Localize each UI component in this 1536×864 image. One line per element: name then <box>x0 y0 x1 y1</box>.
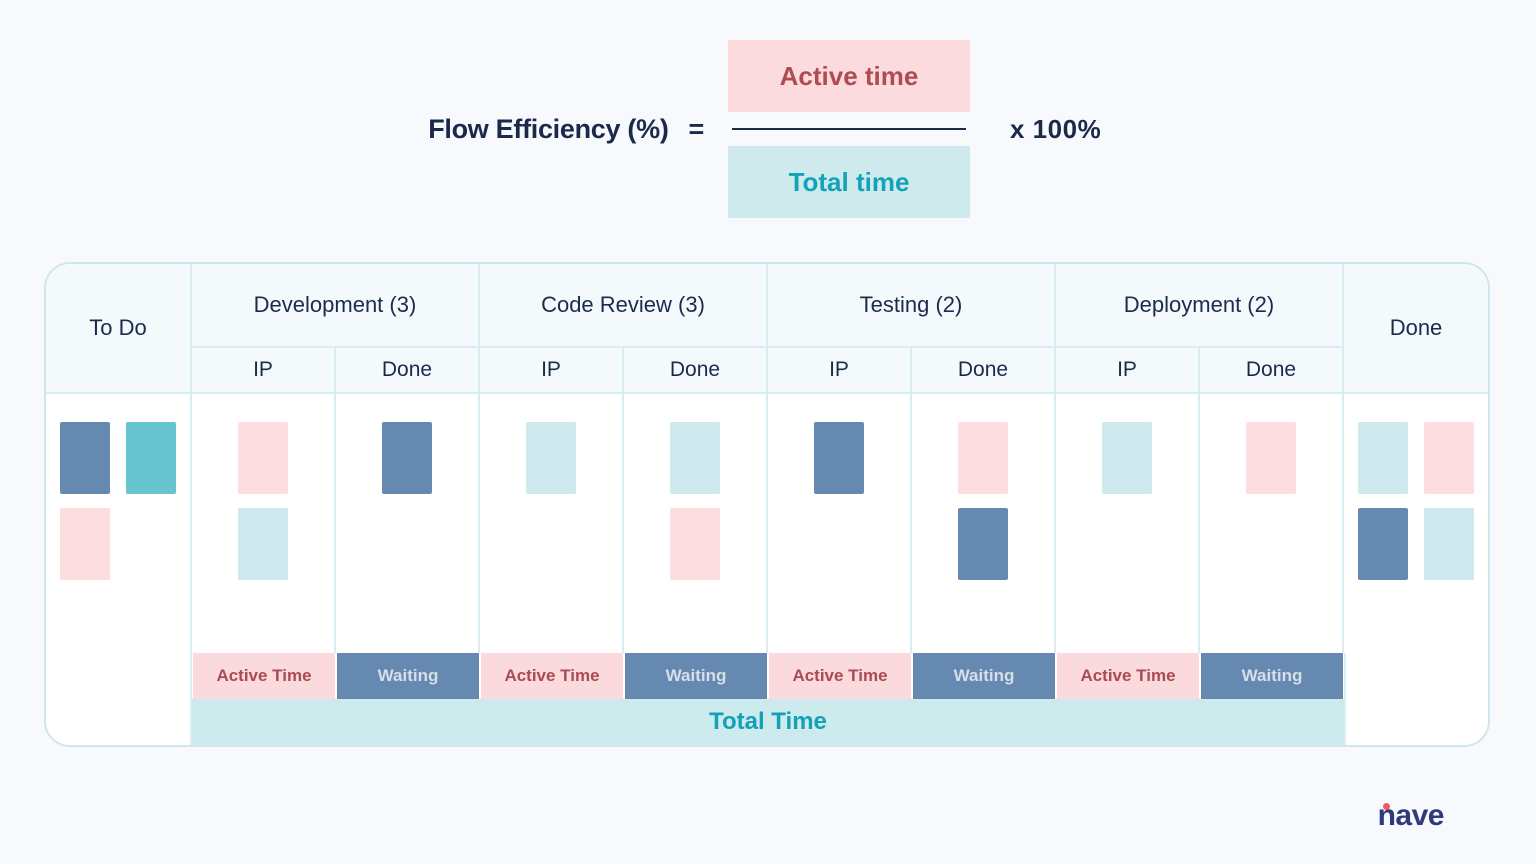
waiting-bar-development: Waiting <box>337 653 479 699</box>
column-header-todo: To Do <box>46 264 192 394</box>
subheader-development-ip: IP <box>192 348 336 394</box>
subheader-testing-done: Done <box>912 348 1056 394</box>
cards-cell-deployment-done <box>1200 394 1344 653</box>
column-header-done: Done <box>1344 264 1488 394</box>
logo-dot-icon <box>1382 803 1390 810</box>
blue-card <box>1358 508 1408 580</box>
cards-cell-development-ip <box>192 394 336 653</box>
active-time-bar-development: Active Time <box>193 653 335 699</box>
cards-cell-development-done <box>336 394 480 653</box>
fraction-line <box>732 128 966 130</box>
lightteal-card <box>238 508 288 580</box>
column-header-code-review: Code Review (3) <box>480 264 768 348</box>
kanban-board: To Do Development (3) Code Review (3) Te… <box>44 262 1490 747</box>
active-time-bar-code-review: Active Time <box>481 653 623 699</box>
done-footer-spacer <box>1344 653 1488 745</box>
blue-card <box>60 422 110 494</box>
active-time-bar-deployment: Active Time <box>1057 653 1199 699</box>
pink-card <box>60 508 110 580</box>
formula-left: Flow Efficiency (%) = <box>390 114 704 145</box>
blue-card <box>958 508 1008 580</box>
cards-cell-todo <box>46 394 192 653</box>
lightteal-card <box>1424 508 1474 580</box>
lightteal-card <box>1358 422 1408 494</box>
subheader-testing-ip: IP <box>768 348 912 394</box>
subheader-code-review-done: Done <box>624 348 768 394</box>
subheader-code-review-ip: IP <box>480 348 624 394</box>
multiplier-x100: x 100% <box>1010 113 1102 144</box>
blue-card <box>382 422 432 494</box>
cards-cell-testing-done <box>912 394 1056 653</box>
column-header-testing: Testing (2) <box>768 264 1056 348</box>
subheader-deployment-done: Done <box>1200 348 1344 394</box>
formula-label: Flow Efficiency (%) <box>428 113 669 144</box>
active-time-box: Active time <box>728 40 970 112</box>
cards-cell-deployment-ip <box>1056 394 1200 653</box>
pink-card <box>670 508 720 580</box>
column-header-development: Development (3) <box>192 264 480 348</box>
fraction: Active time Total time <box>728 40 970 218</box>
cards-cell-code-review-ip <box>480 394 624 653</box>
pink-card <box>238 422 288 494</box>
lightteal-card <box>670 422 720 494</box>
lightteal-card <box>1102 422 1152 494</box>
flow-efficiency-formula: Flow Efficiency (%) = Active time Total … <box>390 40 1101 218</box>
blue-card <box>814 422 864 494</box>
nave-logo: nave <box>1378 799 1445 833</box>
waiting-bar-code-review: Waiting <box>625 653 767 699</box>
column-header-deployment: Deployment (2) <box>1056 264 1344 348</box>
pink-card <box>1424 422 1474 494</box>
active-time-bar-testing: Active Time <box>769 653 911 699</box>
total-time-box: Total time <box>728 146 970 218</box>
todo-footer-spacer <box>46 653 192 745</box>
subheader-deployment-ip: IP <box>1056 348 1200 394</box>
cards-cell-done <box>1344 394 1488 653</box>
waiting-bar-deployment: Waiting <box>1201 653 1343 699</box>
pink-card <box>1246 422 1296 494</box>
waiting-bar-testing: Waiting <box>913 653 1055 699</box>
lightteal-card <box>526 422 576 494</box>
teal-card <box>126 422 176 494</box>
equals-sign: = <box>688 113 705 144</box>
cards-cell-testing-ip <box>768 394 912 653</box>
pink-card <box>958 422 1008 494</box>
total-time-bar: Total Time <box>192 699 1344 745</box>
cards-cell-code-review-done <box>624 394 768 653</box>
subheader-development-done: Done <box>336 348 480 394</box>
